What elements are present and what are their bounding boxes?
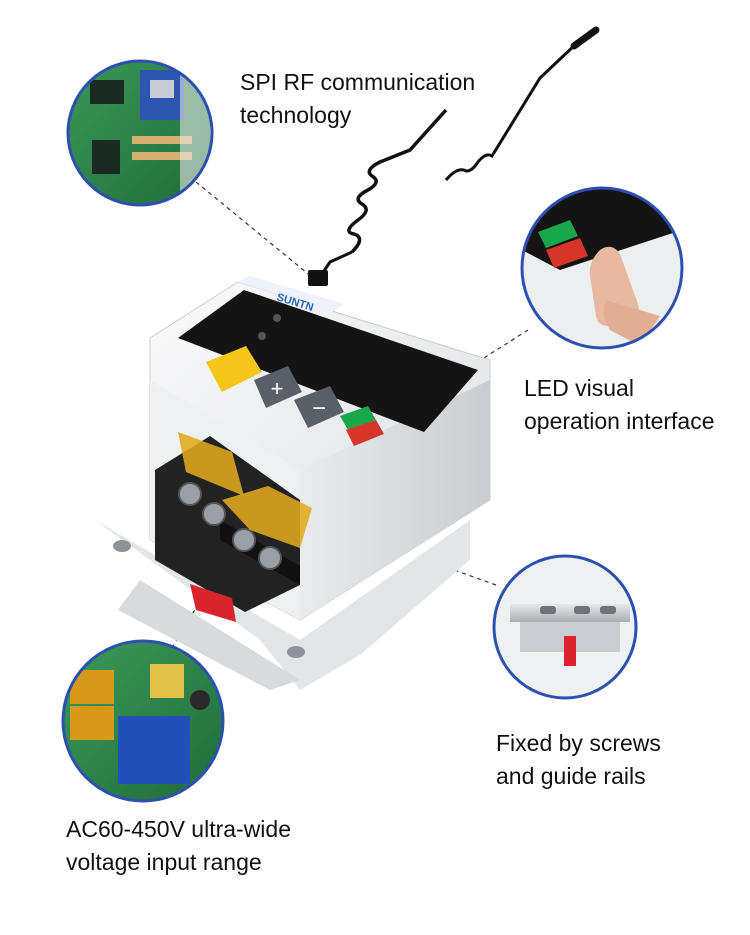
caption-spi-line2: technology — [240, 102, 352, 128]
minus-button — [294, 386, 344, 428]
caption-ac-line1: AC60-450V ultra-wide — [66, 816, 292, 842]
auto-indicator — [340, 406, 376, 430]
stop-button — [346, 420, 384, 446]
mode-button — [206, 346, 262, 392]
din-clip — [190, 584, 236, 622]
caption-rail-line1: Fixed by screws — [496, 730, 661, 756]
callout-guide-rail — [492, 554, 638, 700]
caption-led-interface: LED visual operation interface — [524, 372, 715, 438]
caption-ac-input: AC60-450V ultra-wide voltage input range — [66, 813, 291, 879]
caption-rail-line2: and guide rails — [496, 763, 646, 789]
antenna — [308, 26, 600, 286]
plus-button — [254, 366, 302, 408]
callout-spi-rf — [66, 59, 214, 207]
caption-guide-rail: Fixed by screws and guide rails — [496, 727, 661, 793]
callout-ac-input — [61, 639, 225, 803]
front-panel — [178, 290, 478, 432]
leader-spi — [195, 181, 319, 283]
caption-spi-rf: SPI RF communication technology — [240, 66, 475, 132]
fuse-cover-left — [178, 432, 244, 496]
caption-spi-line1: SPI RF communication — [240, 69, 476, 95]
plus-glyph: + — [271, 376, 284, 401]
controller-device: + − SUNTN — [95, 276, 491, 690]
minus-glyph: − — [312, 395, 326, 422]
caption-ac-line2: voltage input range — [66, 849, 262, 875]
fuse-cover-right — [222, 486, 312, 548]
callout-led-interface — [520, 186, 684, 350]
caption-led-line2: operation interface — [524, 408, 715, 434]
caption-led-line1: LED visual — [524, 375, 634, 401]
